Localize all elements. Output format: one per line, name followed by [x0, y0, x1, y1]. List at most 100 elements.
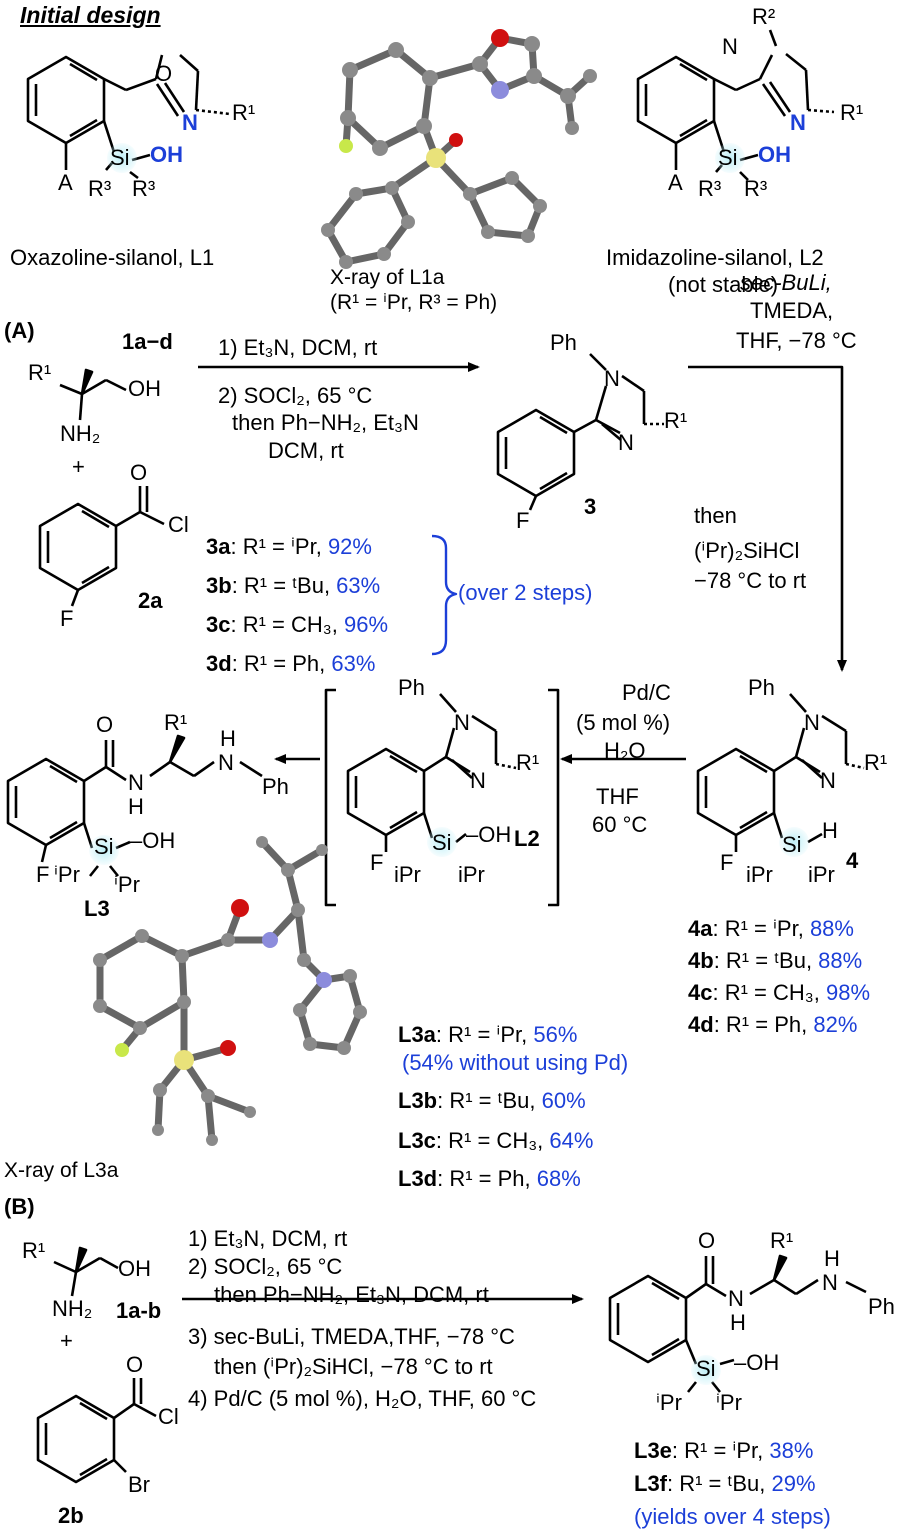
lith-1: sec-BuLi, [740, 270, 832, 295]
c4-ipr2: iPr [808, 862, 835, 887]
yield-l3-yield: 60% [541, 1088, 586, 1113]
l2i-r1: R¹ [516, 750, 540, 775]
cond-b-2: 2) SOCl₂, 65 °C [188, 1254, 343, 1279]
cond-b-1: 1) Et₃N, DCM, rt [188, 1226, 348, 1251]
lith-3: THF, −78 °C [736, 328, 857, 353]
yield-l3-compound: L3c [398, 1128, 436, 1153]
pd-1: Pd/C [622, 680, 671, 705]
c4-ipr1: iPr [746, 862, 773, 887]
xray-l1a-model [324, 34, 594, 266]
compound-l3ef [608, 1256, 867, 1393]
l1-a: A [58, 170, 73, 195]
l2-r1: R¹ [840, 100, 864, 125]
cond-4: DCM, rt [268, 438, 344, 463]
yield-3-row: 3c: R¹ = CH₃, 96% [206, 614, 388, 636]
yield-l3-row: L3b: R¹ = ᵗBu, 60% [398, 1090, 586, 1112]
c4-si: Si [782, 832, 802, 857]
yield-3-compound: 3c [206, 612, 231, 637]
yield-3-compound: 3b [206, 573, 232, 598]
bracket-left [324, 688, 336, 907]
yield-4-substituent: : R¹ = CH₃, [712, 980, 826, 1005]
c3-r1: R¹ [664, 408, 688, 433]
yield-4-yield: 82% [813, 1012, 858, 1037]
yield-b-substituent: : R¹ = ᵗBu, [667, 1471, 772, 1496]
yield-b-compound: L3e [634, 1438, 672, 1463]
yield-3-substituent: : R¹ = ⁱPr, [230, 534, 328, 559]
yield-l3-compound: L3a [398, 1022, 436, 1047]
bracket-right [548, 688, 560, 907]
yield-b-row: L3e: R¹ = ⁱPr, 38% [634, 1440, 813, 1462]
yield-4-row: 4c: R¹ = CH₃, 98% [688, 982, 870, 1004]
l2-r2: R² [752, 4, 776, 29]
l3ef-oh: –OH [734, 1350, 780, 1375]
yield-l3-substituent: : R¹ = ⁱPr, [435, 1022, 534, 1047]
l3ef-ipr1: ⁱPr [656, 1390, 682, 1415]
compound-4 [696, 693, 865, 852]
l3-ipr1: ⁱPr [54, 862, 80, 887]
l3-label: L3 [84, 896, 110, 921]
l3-n2: N [218, 750, 234, 775]
yield-4-compound: 4b [688, 948, 714, 973]
yield-4-yield: 98% [825, 980, 871, 1005]
header-title: Initial design [20, 2, 161, 28]
l3ef-nh: N [728, 1286, 744, 1311]
yield-3-row: 3d: R¹ = Ph, 63% [206, 653, 375, 675]
yield-l3-row: L3d: R¹ = Ph, 68% [398, 1168, 581, 1190]
compound-3 [496, 353, 664, 511]
yield-3-yield: 63% [336, 573, 381, 598]
yield-4-compound: 4c [688, 980, 713, 1005]
xray-l3a-atoms [93, 836, 367, 1146]
yield-l3-row: L3c: R¹ = CH₃, 64% [398, 1130, 593, 1152]
acyl-chloride-2b [36, 1378, 157, 1484]
l2-a: A [668, 170, 683, 195]
yield-3-row: 3a: R¹ = ⁱPr, 92% [206, 536, 372, 558]
l2i-ipr2: iPr [458, 862, 485, 887]
l1-caption: Oxazoline-silanol, L1 [10, 245, 215, 270]
l3ef-o: O [698, 1228, 716, 1253]
compound-l3 [6, 740, 263, 877]
l2-n-top: N [722, 34, 738, 59]
l2-oh: OH [758, 142, 791, 167]
yield-4-row: 4a: R¹ = ⁱPr, 88% [688, 918, 854, 940]
l2i-ipr1: iPr [394, 862, 421, 887]
yield-3-yield: 92% [327, 534, 372, 559]
yield-l3-compound: L3d [398, 1166, 438, 1191]
lith-4: then [694, 503, 737, 528]
yield-3-substituent: : R¹ = Ph, [231, 651, 332, 676]
l2-sub: (not stable) [668, 272, 779, 297]
yield-l3-substituent: : R¹ = ᵗBu, [437, 1088, 542, 1113]
plus-a: + [72, 454, 85, 479]
l3ef-h1: H [730, 1310, 746, 1335]
c4-ph: Ph [748, 675, 775, 700]
yield-3-row: 3b: R¹ = ᵗBu, 63% [206, 575, 380, 597]
l2i-f: F [370, 850, 384, 875]
yield-3-yield: 63% [331, 651, 376, 676]
sm1-r1: R¹ [28, 360, 52, 385]
acyl-chloride-2a [38, 486, 165, 607]
l2-r3b: R³ [744, 176, 768, 201]
l3-oh: –OH [130, 828, 176, 853]
l3ef-n2: N [822, 1270, 838, 1295]
l3-si: Si [94, 834, 114, 859]
l3ef-h2: H [824, 1246, 840, 1271]
yield-4-substituent: : R¹ = ⁱPr, [712, 916, 810, 941]
yield-l3-substituent: : R¹ = Ph, [437, 1166, 537, 1191]
l1a-sub: (R¹ = ⁱPr, R³ = Ph) [330, 291, 498, 314]
yield-4-compound: 4a [688, 916, 713, 941]
c4-f: F [720, 850, 734, 875]
l2i-si: Si [432, 830, 452, 855]
l1-r3a: R³ [88, 176, 112, 201]
yield-l3-substituent: : R¹ = CH₃, [435, 1128, 550, 1153]
sm-1ad: 1a−d [122, 329, 173, 354]
l3-h2: H [220, 726, 236, 751]
yield-b-yield: 38% [769, 1438, 814, 1463]
c4-h: H [822, 818, 838, 843]
cmpd-3: 3 [584, 494, 597, 519]
sm-1ab: 1a-b [116, 1298, 162, 1323]
c3-f: F [516, 508, 530, 533]
pd-5: 60 °C [592, 812, 648, 837]
wedge-l3 [168, 734, 186, 764]
yield-l3-row: L3a: R¹ = ⁱPr, 56% [398, 1024, 577, 1046]
yield-4-substituent: : R¹ = Ph, [713, 1012, 814, 1037]
